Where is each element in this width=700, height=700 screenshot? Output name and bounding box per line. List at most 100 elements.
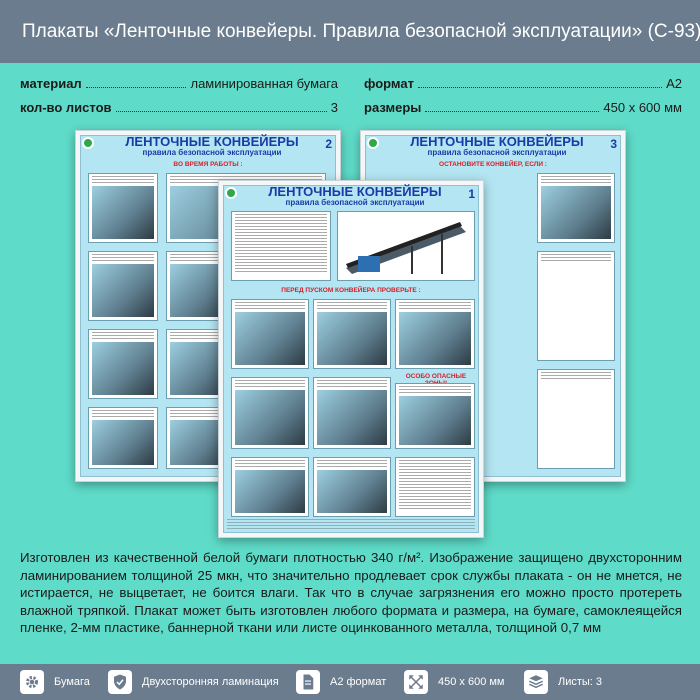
spec-format-label: формат <box>364 76 414 91</box>
cell-illustration <box>235 312 305 365</box>
poster-center-intro <box>231 211 331 281</box>
cell-illustration <box>92 264 154 317</box>
poster-right-title: ЛЕНТОЧНЫЕ КОНВЕЙЕРЫ <box>410 134 584 149</box>
cell-text-lines <box>317 380 387 388</box>
cell-text-lines <box>235 302 305 310</box>
poster-center-cell <box>395 383 475 449</box>
posters-preview: ЛЕНТОЧНЫЕ КОНВЕЙЕРЫ правила безопасной э… <box>0 120 700 540</box>
poster-right-cell <box>537 369 615 469</box>
poster-center-cell <box>231 299 309 369</box>
poster-center-cell <box>395 299 475 369</box>
cell-illustration <box>399 312 471 365</box>
poster-center-cell <box>395 457 475 517</box>
feature-label: Листы: 3 <box>558 676 603 688</box>
poster-left-title: ЛЕНТОЧНЫЕ КОНВЕЙЕРЫ <box>125 134 299 149</box>
poster-center-banner: ПЕРЕД ПУСКОМ КОНВЕЙЕРА ПРОВЕРЬТЕ : <box>281 287 421 294</box>
poster-center-conveyor <box>337 211 475 281</box>
cell-text-lines <box>92 410 154 418</box>
poster-center-banner2: ОСОБО ОПАСНЫЕ ЗОНЫ! <box>405 373 467 387</box>
cell-text-lines <box>92 176 154 184</box>
cell-illustration <box>235 470 305 513</box>
poster-logo-icon <box>225 187 237 199</box>
feature-label: Бумага <box>54 676 90 688</box>
cell-text-lines <box>317 460 387 468</box>
poster-left-cell <box>88 407 158 469</box>
feature-label: А2 формат <box>330 676 387 688</box>
poster-right-cell <box>537 251 615 361</box>
cell-text-lines <box>541 176 611 184</box>
shield-check-icon <box>108 670 132 694</box>
poster-center-cell <box>313 457 391 517</box>
poster-left-banner: ВО ВРЕМЯ РАБОТЫ : <box>173 161 243 168</box>
spec-material-label: материал <box>20 76 82 91</box>
poster-center-cell <box>313 299 391 369</box>
gear-icon <box>20 670 44 694</box>
cell-text-lines <box>541 254 611 262</box>
poster-center-cell <box>231 377 309 449</box>
cell-illustration <box>541 186 611 239</box>
feature-lamination: Двухсторонняя ламинация <box>108 670 279 694</box>
poster-right-subtitle: правила безопасной эксплуатации <box>427 148 567 157</box>
poster-left-cell <box>88 173 158 243</box>
cell-illustration <box>399 396 471 445</box>
cell-text-lines <box>317 302 387 310</box>
description: Изготовлен из качественной белой бумаги … <box>20 550 682 635</box>
poster-logo-icon <box>82 137 94 149</box>
cell-text-lines <box>399 386 471 394</box>
spec-dots <box>417 76 663 88</box>
poster-right-cell <box>537 173 615 243</box>
cell-text-lines <box>399 460 471 510</box>
page-title: Плакаты «Ленточные конвейеры. Правила бе… <box>22 20 700 42</box>
poster-center-subtitle: правила безопасной эксплуатации <box>285 198 425 207</box>
spec-sheets-label: кол-во листов <box>20 100 112 115</box>
spec-material: материал ламинированная бумага <box>20 76 338 94</box>
feature-size: 450 х 600 мм <box>404 670 505 694</box>
cell-illustration <box>317 390 387 445</box>
cell-text-lines <box>235 380 305 388</box>
poster-left-cell <box>88 329 158 399</box>
conveyor-illustration <box>346 222 466 274</box>
poster-left-cell <box>88 251 158 321</box>
poster-left-subtitle: правила безопасной эксплуатации <box>142 148 282 157</box>
cell-text-lines <box>399 302 471 310</box>
cell-text-lines <box>541 372 611 380</box>
cell-illustration <box>317 470 387 513</box>
spec-size: размеры 450 х 600 мм <box>364 100 682 118</box>
expand-arrows-icon <box>404 670 428 694</box>
document-icon <box>296 670 320 694</box>
spec-size-label: размеры <box>364 100 422 115</box>
feature-format: А2 формат <box>296 670 386 694</box>
feature-sheets: Листы: 3 <box>524 670 602 694</box>
spec-format: формат А2 <box>364 76 682 94</box>
features-bar: Бумага Двухсторонняя ламинация А2 формат… <box>0 664 700 700</box>
cell-illustration <box>235 390 305 445</box>
spec-sheets-value: 3 <box>330 100 338 115</box>
cell-illustration <box>92 420 154 465</box>
feature-label: Двухсторонняя ламинация <box>142 676 279 688</box>
poster-center-cell <box>231 457 309 517</box>
poster-left-number: 2 <box>325 137 332 151</box>
poster-center-number: 1 <box>468 187 475 201</box>
cell-text-lines <box>170 254 232 262</box>
poster-footer <box>227 519 475 529</box>
cell-illustration <box>92 342 154 395</box>
poster-center-title: ЛЕНТОЧНЫЕ КОНВЕЙЕРЫ <box>268 184 442 199</box>
cell-text-lines <box>92 254 154 262</box>
spec-sheets: кол-во листов 3 <box>20 100 338 118</box>
spec-size-value: 450 х 600 мм <box>603 100 682 115</box>
poster-center: ЛЕНТОЧНЫЕ КОНВЕЙЕРЫ правила безопасной э… <box>218 180 484 538</box>
cell-text-lines <box>235 460 305 468</box>
poster-center-cell <box>313 377 391 449</box>
poster-right-number: 3 <box>610 137 617 151</box>
cell-text-lines <box>235 214 327 274</box>
poster-logo-icon <box>367 137 379 149</box>
spec-dots <box>85 76 187 88</box>
cell-illustration <box>317 312 387 365</box>
feature-paper: Бумага <box>20 670 90 694</box>
spec-format-value: А2 <box>666 76 682 91</box>
top-bar: Плакаты «Ленточные конвейеры. Правила бе… <box>0 0 700 63</box>
feature-label: 450 х 600 мм <box>438 676 505 688</box>
cell-illustration <box>92 186 154 239</box>
cell-text-lines <box>92 332 154 340</box>
spec-dots <box>115 100 327 112</box>
